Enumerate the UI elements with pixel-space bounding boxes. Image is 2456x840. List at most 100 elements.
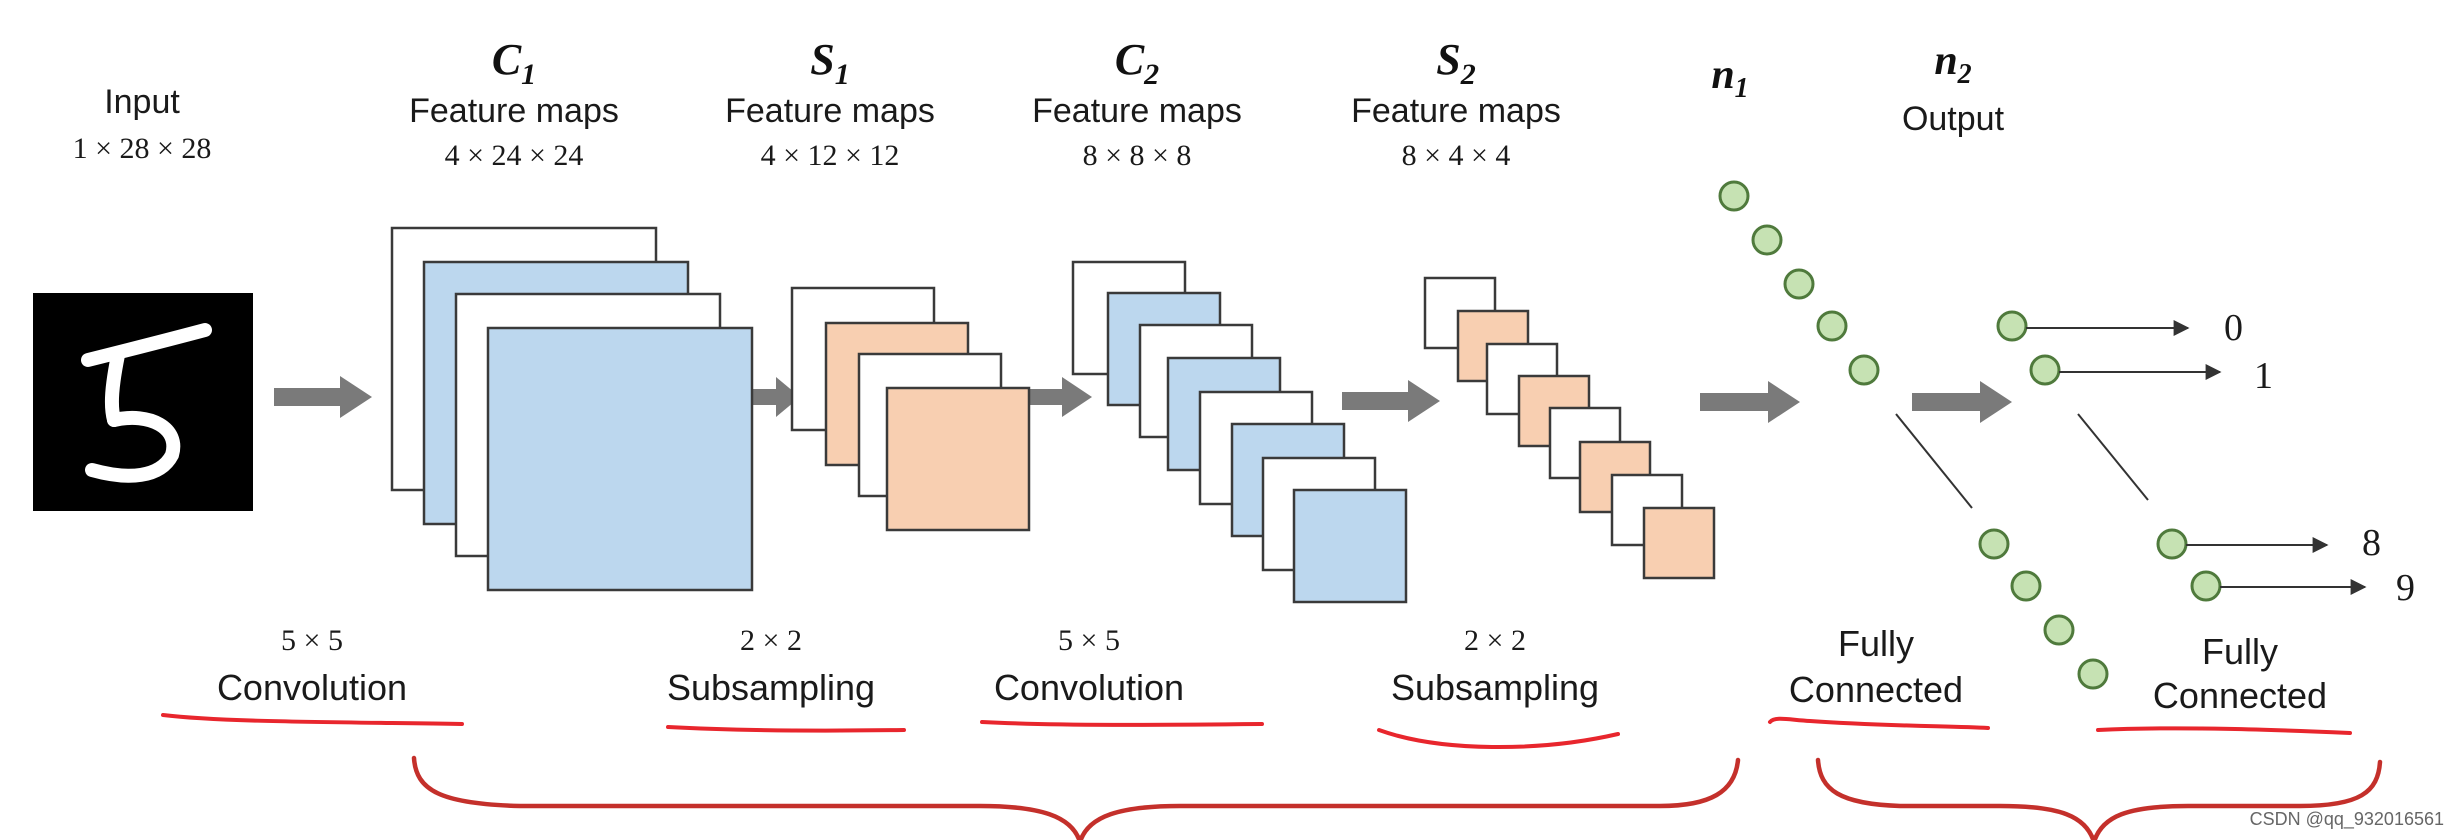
- operation-labels: 5 × 5 Convolution 2 × 2 Subsampling 5 × …: [217, 623, 2327, 716]
- n1-subscript: 1: [1735, 73, 1749, 104]
- s1-subscript: 1: [835, 58, 850, 91]
- n1-letter: n: [1711, 52, 1734, 98]
- fc1-line2: Connected: [1789, 669, 1963, 710]
- brace-classification: [1815, 757, 2383, 840]
- n2-ellipsis-line: [2077, 413, 2149, 501]
- digit-stroke-top: [81, 323, 212, 367]
- s1-feature-maps: [790, 286, 1031, 532]
- underline-conv2: [980, 720, 1264, 727]
- s1-dims: 4 × 12 × 12: [761, 139, 900, 172]
- input-dims: 1 × 28 × 28: [73, 132, 212, 165]
- output-label-1: 1: [2254, 355, 2273, 397]
- n2-letter: n: [1934, 38, 1957, 84]
- n1-neuron-1: [1718, 180, 1750, 212]
- sub1-name: Subsampling: [667, 667, 875, 708]
- n1-neuron-2: [1751, 224, 1783, 256]
- c1-subscript: 1: [521, 58, 536, 91]
- layer-header-n2: n2 Output: [1902, 38, 2005, 138]
- layer-header-input: Input 1 × 28 × 28: [73, 83, 212, 165]
- s2-feature-maps: [1423, 276, 1716, 580]
- n1-neuron-8: [2043, 614, 2075, 646]
- n1-neuron-4: [1816, 310, 1848, 342]
- n1-neuron-5: [1848, 354, 1880, 386]
- c2-feature-maps: [1071, 260, 1408, 604]
- s1-letter: S: [810, 35, 834, 84]
- conv2-kernel: 5 × 5: [1058, 624, 1120, 657]
- n2-neurons: 0 1 8 9: [1996, 307, 2415, 609]
- c2-letter: C: [1115, 35, 1145, 84]
- c1-feature-maps: [390, 226, 754, 592]
- c1-desc: Feature maps: [409, 92, 619, 130]
- c2-desc: Feature maps: [1032, 92, 1242, 130]
- s1-desc: Feature maps: [725, 92, 935, 130]
- sub2-name: Subsampling: [1391, 667, 1599, 708]
- layer-header-c1: C1 Feature maps 4 × 24 × 24: [409, 35, 619, 172]
- c1-map-4: [486, 326, 754, 592]
- underline-sub2: [1377, 728, 1620, 749]
- s2-desc: Feature maps: [1351, 92, 1561, 130]
- flow-arrow-n1-n2: [1912, 381, 2012, 423]
- conv1-kernel: 5 × 5: [281, 624, 343, 657]
- s1-symbol: S1: [810, 35, 849, 91]
- c1-dims: 4 × 24 × 24: [445, 139, 584, 172]
- flow-arrow-s2-n1: [1700, 381, 1800, 423]
- s2-map-8: [1642, 506, 1716, 580]
- c1-symbol: C1: [492, 35, 536, 91]
- n2-neuron-8: [2156, 528, 2188, 560]
- layer-header-n1: n1: [1711, 52, 1748, 104]
- c2-dims: 8 × 8 × 8: [1083, 139, 1192, 172]
- brace-feature-extraction: [411, 755, 1741, 840]
- flow-arrow-s1-c2: [1029, 377, 1092, 417]
- n1-neuron-7: [2010, 570, 2042, 602]
- n1-neuron-9: [2077, 658, 2109, 690]
- underline-fc2: [2096, 726, 2352, 735]
- underline-conv1: [161, 713, 464, 726]
- fc2-line2: Connected: [2153, 675, 2327, 716]
- layer-header-s1: S1 Feature maps 4 × 12 × 12: [725, 35, 935, 172]
- n2-desc: Output: [1902, 100, 2005, 138]
- conv1-name: Convolution: [217, 667, 407, 708]
- n2-neuron-9: [2190, 570, 2222, 602]
- c2-symbol: C2: [1115, 35, 1159, 91]
- conv2-name: Convolution: [994, 667, 1184, 708]
- c2-subscript: 2: [1143, 58, 1159, 91]
- n1-neuron-3: [1783, 268, 1815, 300]
- flow-arrow-c2-s2: [1342, 380, 1440, 422]
- n1-ellipsis-line: [1895, 413, 1973, 509]
- flow-arrow-input-c1: [274, 376, 372, 418]
- watermark: CSDN @qq_932016561: [2249, 809, 2444, 829]
- n2-subscript: 2: [1957, 59, 1972, 90]
- s1-map-4: [885, 386, 1031, 532]
- output-label-9: 9: [2396, 567, 2415, 609]
- flow-arrows: [274, 376, 2012, 423]
- input-digit-image: [33, 293, 253, 511]
- c1-letter: C: [492, 35, 522, 84]
- c2-map-8: [1292, 488, 1408, 604]
- s2-dims: 8 × 4 × 4: [1402, 139, 1511, 172]
- n2-neuron-0: [1996, 310, 2028, 342]
- sub1-kernel: 2 × 2: [740, 624, 802, 657]
- fc1-line1: Fully: [1838, 623, 1914, 664]
- output-label-8: 8: [2362, 522, 2381, 564]
- flow-arrow-c1-s1: [752, 377, 800, 417]
- n1-neuron-6: [1978, 528, 2010, 560]
- red-annotations: [161, 713, 2383, 840]
- digit-stroke-stem: [104, 348, 125, 427]
- underline-sub1: [666, 725, 906, 733]
- input-title: Input: [104, 83, 180, 121]
- n1-symbol: n1: [1711, 52, 1748, 104]
- underline-fc1: [1768, 716, 1990, 730]
- fc2-line1: Fully: [2202, 631, 2278, 672]
- output-label-0: 0: [2224, 307, 2243, 349]
- s2-symbol: S2: [1436, 35, 1475, 91]
- n2-symbol: n2: [1934, 38, 1971, 90]
- n2-neuron-1: [2029, 354, 2061, 386]
- digit-stroke-bowl: [85, 410, 181, 483]
- s2-subscript: 2: [1460, 58, 1476, 91]
- n1-neurons: [1718, 180, 2109, 690]
- s2-letter: S: [1436, 35, 1460, 84]
- sub2-kernel: 2 × 2: [1464, 624, 1526, 657]
- layer-header-c2: C2 Feature maps 8 × 8 × 8: [1032, 35, 1242, 172]
